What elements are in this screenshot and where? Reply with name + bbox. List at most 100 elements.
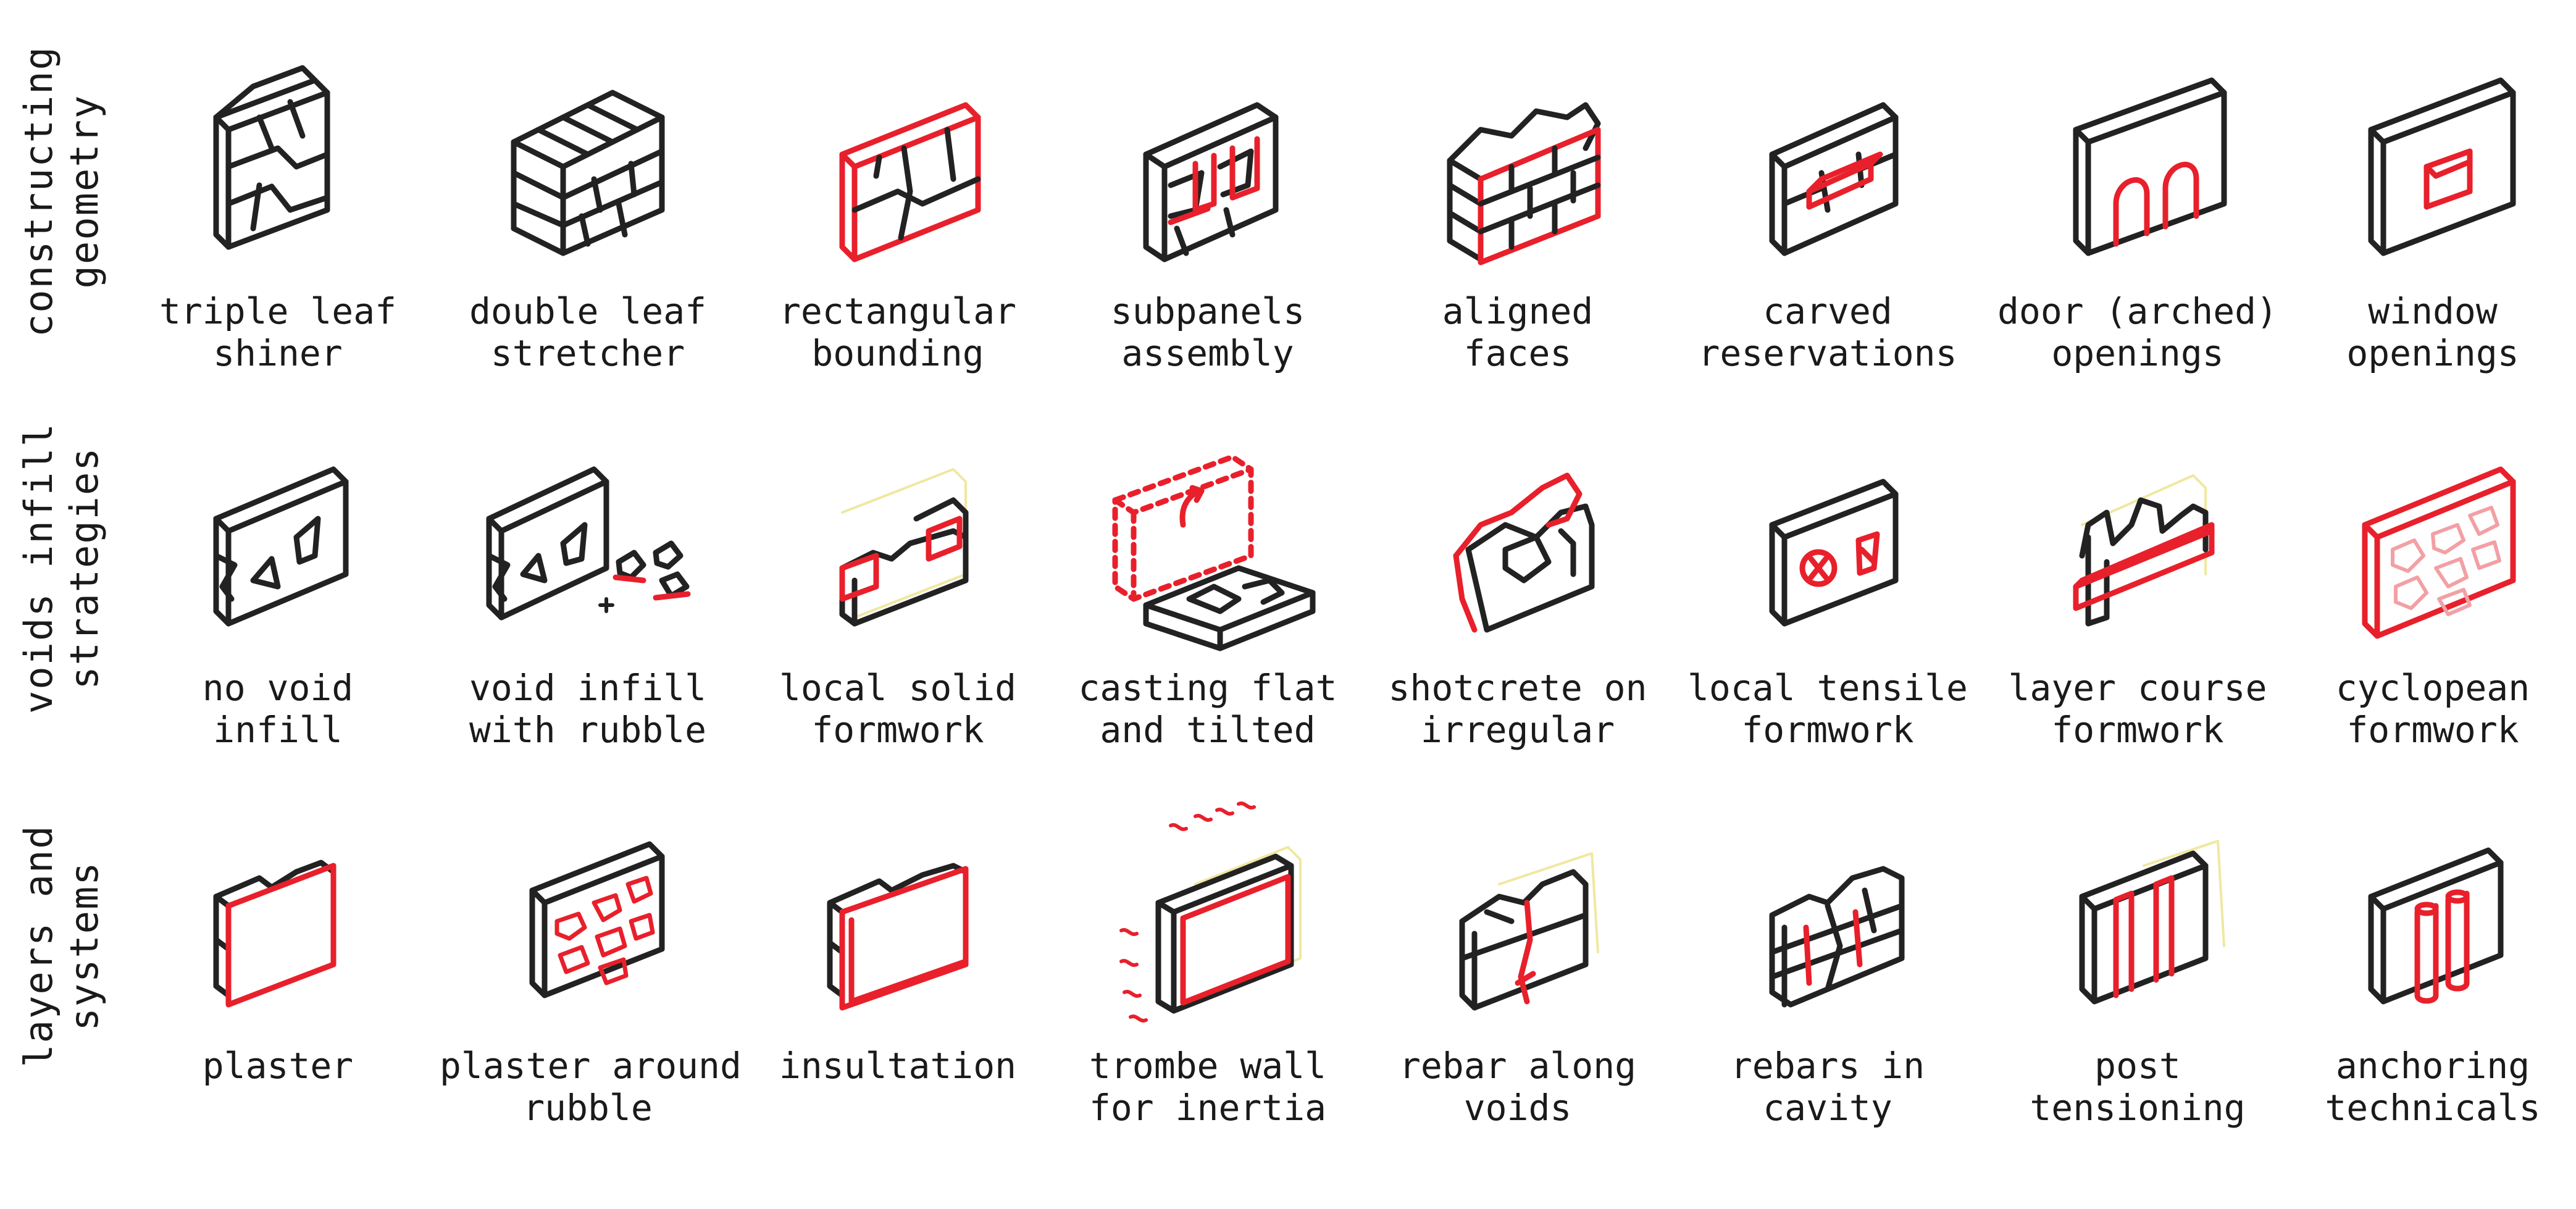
- diagram-caption: local solid formwork: [750, 667, 1046, 751]
- diagram-cell: cyclopean formwork: [2285, 377, 2576, 759]
- diagram-caption: rebars in cavity: [1679, 1045, 1976, 1129]
- trombe-wall-icon: [1078, 779, 1337, 1039]
- diagram-caption: trombe wall for inertia: [1060, 1045, 1356, 1129]
- caption-line-1: insultation: [779, 1045, 1017, 1087]
- diagram-cell: door (arched) openings: [1989, 0, 2286, 383]
- caption-line-2: openings: [2346, 332, 2519, 374]
- diagram-caption: post tensioning: [1989, 1045, 2286, 1129]
- caption-line-1: plaster around: [440, 1045, 742, 1087]
- diagram-caption: anchoring technicals: [2285, 1045, 2576, 1129]
- row-title-line-1: voids infill: [16, 422, 61, 714]
- caption-line-1: plaster: [202, 1045, 354, 1087]
- caption-line-2: with rubble: [469, 709, 707, 751]
- diagram-cell: aligned faces: [1370, 0, 1666, 383]
- caption-line-1: aligned: [1442, 290, 1594, 332]
- caption-line-2: reservations: [1698, 332, 1957, 374]
- caption-line-2: technicals: [2325, 1087, 2541, 1129]
- caption-line-2: formwork: [811, 709, 984, 751]
- row-voids-infill-strategies: voids infill strategies no void infill: [0, 377, 2576, 759]
- plaster-around-rubble-icon: [458, 779, 717, 1039]
- diagram-caption: void infill with rubble: [440, 667, 736, 751]
- caption-line-2: openings: [2051, 332, 2224, 374]
- diagram-caption: insultation: [750, 1045, 1046, 1087]
- diagram-caption: local tensile formwork: [1679, 667, 1976, 751]
- caption-line-2: voids: [1463, 1087, 1572, 1129]
- row-title-line-2: systems: [62, 861, 107, 1031]
- caption-line-2: and tilted: [1100, 709, 1316, 751]
- caption-line-1: subpanels: [1110, 290, 1305, 332]
- window-openings-icon: [2303, 25, 2562, 284]
- caption-line-1: door (arched): [1997, 290, 2278, 332]
- row-title: constructing geometry: [0, 0, 123, 383]
- insulation-icon: [768, 779, 1027, 1039]
- triple-leaf-wall-icon: [148, 25, 408, 284]
- diagram-caption: no void infill: [130, 667, 426, 751]
- caption-line-1: carved: [1763, 290, 1892, 332]
- row-constructing-geometry: constructing geometry triple leaf shiner: [0, 0, 2576, 383]
- caption-line-1: double leaf: [469, 290, 707, 332]
- diagram-caption: triple leaf shiner: [130, 290, 426, 374]
- caption-line-1: anchoring: [2335, 1045, 2530, 1087]
- local-solid-formwork-icon: [768, 401, 1027, 661]
- row-title-line-1: constructing: [16, 46, 61, 337]
- double-leaf-wall-icon: [458, 25, 717, 284]
- caption-line-1: void infill: [469, 667, 707, 709]
- diagram-caption: double leaf stretcher: [440, 290, 736, 374]
- caption-line-2: shiner: [213, 332, 343, 374]
- row-title-line-2: strategies: [62, 446, 107, 690]
- diagram-caption: shotcrete on irregular: [1370, 667, 1666, 751]
- diagram-cell: carved reservations: [1679, 0, 1976, 383]
- diagram-cell: anchoring technicals: [2285, 755, 2576, 1137]
- diagram-cell: no void infill: [130, 377, 426, 759]
- caption-line-1: local tensile: [1687, 667, 1968, 709]
- row-title-line-1: layers and: [16, 824, 61, 1068]
- void-infill-rubble-icon: [458, 401, 717, 661]
- diagram-cell: triple leaf shiner: [130, 0, 426, 383]
- diagram-cell: shotcrete on irregular: [1370, 377, 1666, 759]
- subpanels-assembly-icon: [1078, 25, 1337, 284]
- caption-line-2: tensioning: [2030, 1087, 2246, 1129]
- caption-line-2: infill: [213, 709, 343, 751]
- post-tensioning-icon: [2008, 779, 2267, 1039]
- diagram-cell: rectangular bounding: [750, 0, 1046, 383]
- diagram-caption: rebar along voids: [1370, 1045, 1666, 1129]
- diagram-cell: casting flat and tilted: [1060, 377, 1356, 759]
- aligned-faces-icon: [1388, 25, 1647, 284]
- diagram-cell: plaster around rubble: [440, 755, 742, 1137]
- diagram-cell: void infill with rubble: [440, 377, 736, 759]
- caption-line-2: cavity: [1763, 1087, 1892, 1129]
- rebar-along-voids-icon: [1388, 779, 1647, 1039]
- diagram-cell: rebar along voids: [1370, 755, 1666, 1137]
- diagram-caption: plaster around rubble: [440, 1045, 742, 1129]
- caption-line-1: no void: [202, 667, 354, 709]
- row-title: voids infill strategies: [0, 377, 123, 759]
- caption-line-2: rubble: [523, 1087, 653, 1129]
- diagram-cell: insultation: [750, 755, 1046, 1137]
- caption-line-2: bounding: [811, 332, 984, 374]
- diagram-cell: local solid formwork: [750, 377, 1046, 759]
- caption-line-1: window: [2368, 290, 2498, 332]
- caption-line-1: layer course: [2008, 667, 2267, 709]
- diagram-caption: plaster: [130, 1045, 426, 1087]
- diagram-cell: layer course formwork: [1989, 377, 2286, 759]
- caption-line-1: rebars in: [1730, 1045, 1925, 1087]
- rebars-in-cavity-icon: [1698, 779, 1957, 1039]
- row-layers-and-systems: layers and systems plaster: [0, 755, 2576, 1137]
- caption-line-2: assembly: [1121, 332, 1294, 374]
- caption-line-2: irregular: [1420, 709, 1615, 751]
- local-tensile-formwork-icon: [1698, 401, 1957, 661]
- diagram-caption: aligned faces: [1370, 290, 1666, 374]
- cyclopean-formwork-icon: [2303, 401, 2562, 661]
- caption-line-1: post: [2094, 1045, 2181, 1087]
- rectangular-bounding-icon: [768, 25, 1027, 284]
- no-void-infill-icon: [148, 401, 408, 661]
- diagram-cell: subpanels assembly: [1060, 0, 1356, 383]
- caption-line-1: rectangular: [779, 290, 1017, 332]
- caption-line-1: cyclopean: [2335, 667, 2530, 709]
- diagram-caption: carved reservations: [1679, 290, 1976, 374]
- diagram-cell: double leaf stretcher: [440, 0, 736, 383]
- casting-flat-tilted-icon: [1078, 401, 1337, 661]
- carved-reservations-icon: [1698, 25, 1957, 284]
- diagram-caption: window openings: [2285, 290, 2576, 374]
- caption-line-2: formwork: [2051, 709, 2224, 751]
